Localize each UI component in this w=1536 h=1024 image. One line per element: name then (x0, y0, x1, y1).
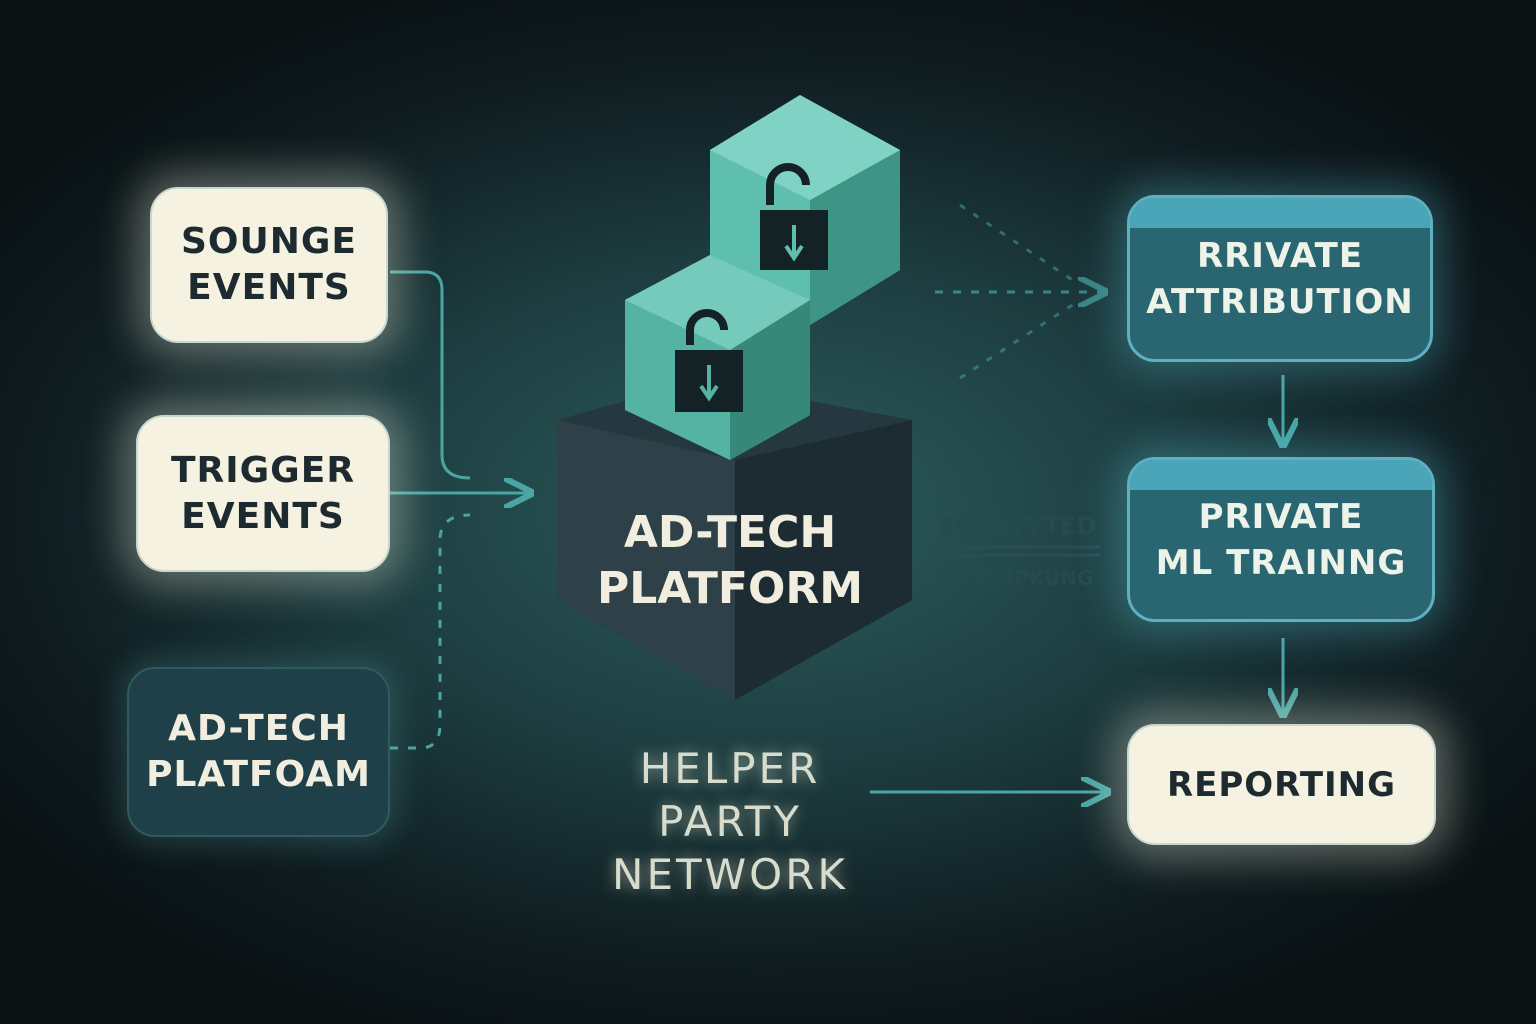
adtech-platform-label: AD-TECH PLATFOAM (146, 706, 371, 798)
reporting-label: REPORTING (1166, 764, 1397, 805)
label-line: EVENTS (181, 495, 345, 537)
label-line: PARTY (658, 797, 802, 846)
adtech-platform-box: AD-TECH PLATFOAM (127, 667, 390, 837)
arrow-source-to-platform (390, 270, 471, 480)
label-line: AD-TECH (168, 708, 349, 749)
label-line: RRIVATE (1196, 235, 1364, 276)
lock-hexagon-bottom (625, 255, 810, 460)
label-line: PRIVATE (1198, 496, 1364, 537)
private-attribution-label: RRIVATE ATTRIBUTION (1146, 233, 1413, 325)
arrow-adtech-to-platform (390, 513, 471, 750)
lock-hexagon-top (710, 95, 900, 325)
label-line: PLATFOAM (146, 754, 371, 795)
label-line: SOUNGE (180, 221, 358, 262)
source-events-box: SOUNGE EVENTS (150, 187, 388, 343)
box-header-band (1130, 198, 1430, 228)
label-line: NETWORK (612, 850, 848, 899)
private-attribution-box: RRIVATE ATTRIBUTION (1127, 195, 1433, 362)
label-line: ATTRIBUTION (1146, 281, 1414, 322)
encrypted-divider (930, 545, 1100, 557)
label-line: HELPER (639, 744, 821, 793)
label-line: EVENTS (187, 267, 351, 308)
source-events-label: SOUNGE EVENTS (181, 219, 357, 311)
private-ml-training-label: PRIVATE ML TRAINNG (1156, 494, 1407, 586)
label-line: AD-TECH (623, 507, 837, 558)
box-header-band (1130, 460, 1432, 490)
label-line: TRIGGER (170, 449, 356, 491)
sub-label: LD WAPKUNG (941, 566, 1094, 590)
lock-icon (760, 163, 828, 270)
private-ml-training-box: PRIVATE ML TRAINNG (1127, 457, 1435, 622)
reporting-box: REPORTING (1127, 724, 1436, 845)
platform-cube (557, 380, 912, 700)
label-line: PLATFORM (596, 563, 864, 614)
label-line: ML TRAINNG (1155, 542, 1407, 583)
encrypted-label: ENERYYTED (938, 512, 1097, 540)
lock-icon (675, 309, 743, 412)
